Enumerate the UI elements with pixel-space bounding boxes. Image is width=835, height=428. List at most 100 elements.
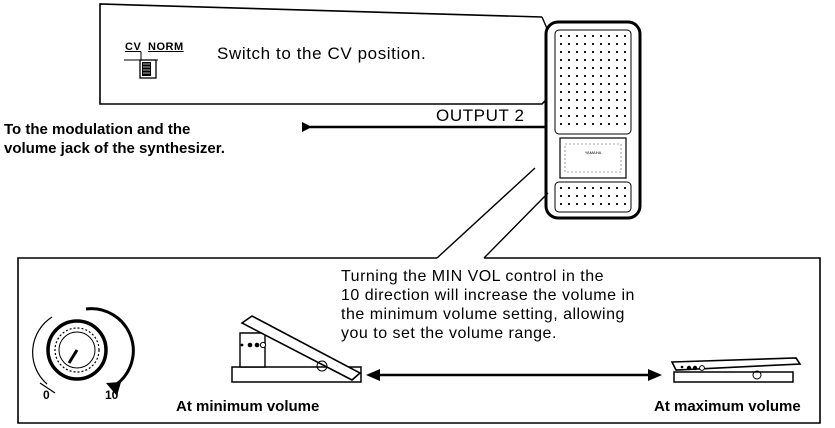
grille-dot xyxy=(575,106,579,110)
grille-dot xyxy=(623,90,627,94)
pedal-max-volume-icon xyxy=(670,357,802,383)
grille-dot xyxy=(575,122,579,126)
grille-dot xyxy=(623,186,627,190)
grille-dot xyxy=(559,98,563,102)
grille-dot xyxy=(583,66,587,70)
grille-dot xyxy=(583,42,587,46)
dial-max-label: 10 xyxy=(105,388,119,402)
grille-dot xyxy=(559,106,563,110)
grille-dot xyxy=(615,34,619,38)
grille-dot xyxy=(559,42,563,46)
grille-dot xyxy=(575,114,579,118)
destination-line-1: To the modulation and the xyxy=(4,121,191,138)
grille-dot xyxy=(599,186,603,190)
grille-dot xyxy=(599,50,603,54)
callout-box-bottom xyxy=(17,257,821,424)
grille-dot xyxy=(623,34,627,38)
grille-dot xyxy=(615,74,619,78)
grille-dot xyxy=(559,114,563,118)
description-line-4: you to set the volume range. xyxy=(341,325,557,342)
description-line-1: Turning the MIN VOL control in the xyxy=(341,268,605,285)
grille-dot xyxy=(583,122,587,126)
grille-dot xyxy=(559,50,563,54)
grille-dot xyxy=(591,90,595,94)
grille-dot xyxy=(615,66,619,70)
grille-dot xyxy=(583,90,587,94)
grille-dot xyxy=(615,50,619,54)
grille-dot xyxy=(575,66,579,70)
grille-dot xyxy=(559,66,563,70)
grille-dot xyxy=(575,58,579,62)
grille-dot xyxy=(567,58,571,62)
grille-dot xyxy=(575,74,579,78)
grille-dot xyxy=(559,34,563,38)
grille-dot xyxy=(607,98,611,102)
grille-dot xyxy=(607,34,611,38)
grille-dot xyxy=(591,74,595,78)
grille-dot xyxy=(623,82,627,86)
grille-dot xyxy=(575,202,579,206)
grille-dot xyxy=(623,122,627,126)
description-line-2: 10 direction will increase the volume in xyxy=(341,287,635,304)
grille-dot xyxy=(591,194,595,198)
callout-box-top xyxy=(99,3,549,105)
grille-dot xyxy=(599,98,603,102)
grille-dot xyxy=(615,186,619,190)
grille-dot xyxy=(591,66,595,70)
grille-dot xyxy=(599,122,603,126)
grille-dot xyxy=(623,98,627,102)
grille-dot xyxy=(607,66,611,70)
grille-dot xyxy=(583,106,587,110)
grille-dot xyxy=(591,114,595,118)
grille-dot xyxy=(583,114,587,118)
grille-dot xyxy=(615,114,619,118)
grille-dot xyxy=(583,74,587,78)
grille-dot xyxy=(559,74,563,78)
grille-dot xyxy=(607,122,611,126)
grille-dot xyxy=(583,194,587,198)
grille-dot xyxy=(567,98,571,102)
grille-dot xyxy=(623,42,627,46)
grille-dot xyxy=(615,98,619,102)
grille-dot xyxy=(615,194,619,198)
grille-dot xyxy=(567,114,571,118)
grille-dot xyxy=(591,50,595,54)
grille-dot xyxy=(575,34,579,38)
grille-dot xyxy=(575,50,579,54)
grille-dot xyxy=(583,186,587,190)
grille-dot xyxy=(615,122,619,126)
grille-dot xyxy=(575,90,579,94)
grille-dot xyxy=(607,82,611,86)
grille-dot xyxy=(559,82,563,86)
grille-dot xyxy=(567,202,571,206)
grille-dot xyxy=(615,90,619,94)
grille-dot xyxy=(567,42,571,46)
grille-dot xyxy=(591,106,595,110)
grille-dot xyxy=(567,122,571,126)
caption-min-volume: At minimum volume xyxy=(176,398,320,415)
grille-dot xyxy=(575,186,579,190)
grille-dot xyxy=(559,186,563,190)
grille-dot xyxy=(623,194,627,198)
grille-dot xyxy=(607,202,611,206)
grille-dot xyxy=(599,58,603,62)
grille-dot xyxy=(583,82,587,86)
grille-dot xyxy=(623,106,627,110)
pedal-brand: YAMAHA xyxy=(585,150,602,155)
grille-dot xyxy=(591,186,595,190)
output-label: OUTPUT 2 xyxy=(436,106,525,125)
grille-dot xyxy=(591,42,595,46)
grille-dot xyxy=(607,90,611,94)
volume-range-arrow xyxy=(366,369,662,381)
grille-dot xyxy=(615,42,619,46)
dial-min-label: 0 xyxy=(43,388,50,402)
grille-dot xyxy=(591,34,595,38)
description-text: Turning the MIN VOL control in the 10 di… xyxy=(341,267,635,343)
caption-max-volume: At maximum volume xyxy=(654,398,801,415)
grille-dot xyxy=(607,106,611,110)
grille-dot xyxy=(567,106,571,110)
grille-dot xyxy=(607,186,611,190)
grille-dot xyxy=(615,82,619,86)
grille-dot xyxy=(559,194,563,198)
